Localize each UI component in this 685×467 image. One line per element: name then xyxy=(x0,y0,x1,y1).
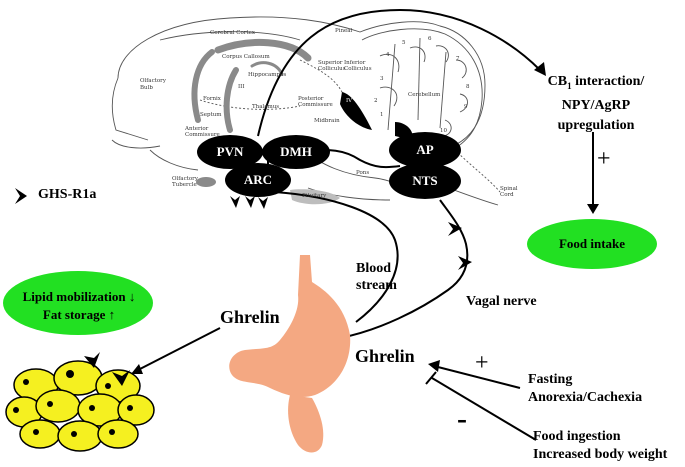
label-cerebral-cortex: Cerebral Cortex xyxy=(210,30,255,36)
lobule-5: 5 xyxy=(402,40,406,46)
ingestion-to-ghrelin-line xyxy=(431,377,537,441)
fat-arrowhead-icon xyxy=(131,364,143,374)
fasting-line-2: Anorexia/Cachexia xyxy=(528,390,643,405)
ap-node xyxy=(389,132,461,168)
pvn-node xyxy=(197,135,263,169)
brain-nuclei xyxy=(197,132,461,199)
food-intake-arrowhead-icon xyxy=(587,204,599,214)
lobule-8: 8 xyxy=(466,84,470,90)
label-hippocampus: Hippocampus xyxy=(248,72,287,78)
dmh-node xyxy=(262,135,330,169)
label-septum: Septum xyxy=(200,112,222,118)
label-pineal: Pineal xyxy=(335,28,353,34)
cb1-line-3: upregulation xyxy=(557,117,635,133)
label-thalamus: Thalamus xyxy=(252,104,280,110)
dmh-label: DMH xyxy=(280,144,312,159)
label-corpus-callosum: Corpus Callosum xyxy=(222,54,270,60)
label-posterior-commissure: Posterior Commissure xyxy=(298,96,333,108)
arc-label: ARC xyxy=(243,172,273,187)
adipocyte-nuclei xyxy=(13,370,133,437)
ingestion-minus-sign: - xyxy=(457,402,467,435)
vagal-nerve-path xyxy=(339,199,469,339)
label-inferior-colliculus: Inferior Colliculus xyxy=(344,60,372,72)
vagal-receptor-icons xyxy=(448,222,472,270)
adipocyte-cluster xyxy=(5,360,155,452)
lobule-1: 1 xyxy=(380,112,384,118)
label-fornix: Fornix xyxy=(203,96,221,102)
label-pituitary: Pituitary xyxy=(302,193,327,199)
label-iv: IV xyxy=(346,98,353,104)
legend-receptor-label: GHS-R1a xyxy=(38,187,97,202)
label-midbrain: Midbrain xyxy=(314,118,340,124)
lobule-10: 10 xyxy=(440,128,447,134)
arc-receptor-icons xyxy=(230,196,268,209)
fasting-plus-sign: + xyxy=(475,350,489,376)
food-intake-oval xyxy=(527,219,657,269)
label-iii: III xyxy=(238,84,245,90)
lipid-oval xyxy=(3,271,153,335)
lobule-7: 7 xyxy=(456,56,460,62)
cb1-text-block: CB1 interaction/ NPY/AgRP upregulation xyxy=(530,72,662,136)
cb1-plus-sign: + xyxy=(597,146,611,172)
brain-sagittal-section xyxy=(111,16,501,206)
label-spinal-cord: Spinal Cord xyxy=(500,186,518,198)
lobule-3: 3 xyxy=(380,76,384,82)
lobule-2: 2 xyxy=(374,98,378,104)
lipid-oval-text: Lipid mobilization ↓ Fat storage ↑ xyxy=(4,288,154,324)
food-ingestion-line-1: Food ingestion xyxy=(533,429,621,444)
arc-node xyxy=(225,163,291,197)
lipid-line-1: Lipid mobilization ↓ xyxy=(22,289,136,304)
cb1-arrowhead-icon xyxy=(534,62,546,76)
brain-to-cb1-arrow xyxy=(257,8,541,137)
label-olfactory-tubercle: Olfactory Tubercle xyxy=(172,176,198,188)
fourth-ventricle-shape xyxy=(340,92,372,130)
lobule-9: 9 xyxy=(464,104,468,110)
lipid-line-2: Fat storage ↑ xyxy=(42,307,116,322)
blood-stream-path xyxy=(274,191,399,323)
adipocyte-receptor-icons xyxy=(84,352,130,386)
vagal-nerve-label: Vagal nerve xyxy=(466,294,537,309)
food-ingestion-line-2: Increased body weight xyxy=(533,447,668,462)
corpus-callosum-shape xyxy=(191,38,312,133)
label-cerebellum: Cerebellum xyxy=(408,92,441,98)
cb1-line-2: NPY/AgRP xyxy=(561,97,631,113)
nts-label: NTS xyxy=(412,173,438,188)
ghrelin-left-label: Ghrelin xyxy=(220,307,280,327)
nts-node xyxy=(389,163,461,199)
label-superior-colliculus: Superior Colliculus xyxy=(318,60,346,72)
fasting-arrowhead-icon xyxy=(428,360,440,372)
lobule-4: 4 xyxy=(386,52,390,58)
lobule-6: 6 xyxy=(428,36,432,42)
label-anterior-commissure: Anterior Commissure xyxy=(185,126,220,138)
food-intake-label: Food intake xyxy=(558,236,626,251)
ghrelin-right-label: Ghrelin xyxy=(355,346,415,366)
ap-label: AP xyxy=(416,142,434,157)
label-pons: Pons xyxy=(356,170,370,176)
food-ingestion-label: Food ingestion Increased body weight xyxy=(533,428,667,464)
legend-receptor-icon xyxy=(15,188,27,204)
fasting-line-1: Fasting xyxy=(528,372,573,387)
label-olfactory-bulb: Olfactory Bulb xyxy=(140,78,166,91)
fasting-to-ghrelin-line xyxy=(433,365,521,389)
blood-stream-label: Blood stream xyxy=(356,260,397,294)
blood-stream-line-2: stream xyxy=(356,278,397,293)
olfactory-tubercle-shape xyxy=(196,177,216,187)
inhibition-bar-icon xyxy=(425,371,437,385)
pvn-label: PVN xyxy=(216,144,244,159)
blood-stream-line-1: Blood xyxy=(356,261,392,276)
stomach-shape xyxy=(229,255,351,453)
ghrelin-to-fat-line xyxy=(137,327,221,371)
fasting-label: Fasting Anorexia/Cachexia xyxy=(528,371,642,407)
cb1-line-1: CB1 interaction/ xyxy=(547,74,645,91)
